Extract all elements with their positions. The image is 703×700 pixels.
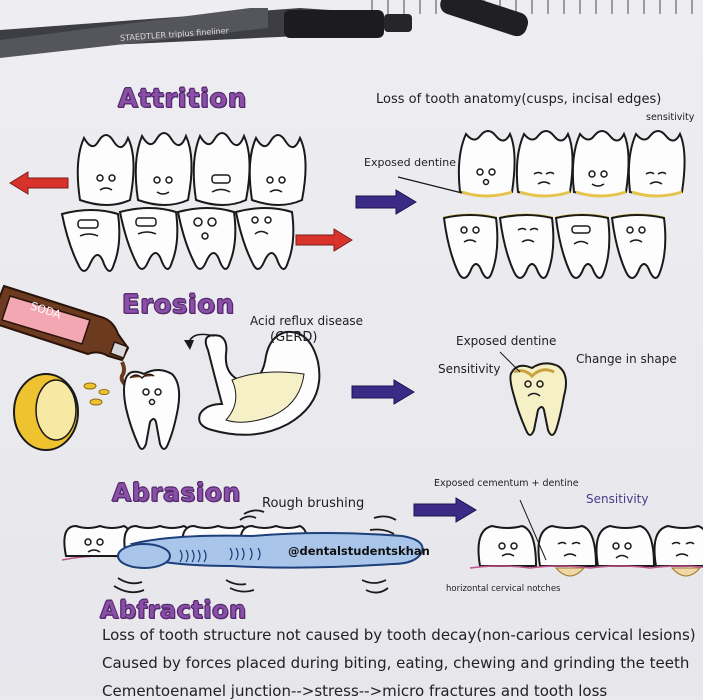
soda-bottle [0,286,128,360]
watermark-handle: @dentalstudentskhan [288,544,430,558]
abrasion-exposed-note: Exposed cementum + dentine [434,478,579,489]
erosion-shape-note: Change in shape [576,352,677,366]
attrition-red-arrow-left [10,172,68,194]
attrition-result-arrow [356,190,416,214]
attrition-red-arrow-right [296,229,352,251]
erosion-tooth [124,370,179,449]
erosion-result-arrow [352,380,414,404]
erosion-sensitivity-note: Sensitivity [438,362,500,376]
lemon-drips [84,383,109,405]
attrition-result-dentine-edges [444,192,682,218]
abrasion-result-notches [556,568,700,576]
abrasion-sensitivity-note: Sensitivity [586,492,648,506]
lemon-half [14,374,78,450]
gerd-note-line1: Acid reflux disease [250,314,363,328]
spiral-binding [372,0,692,14]
abfraction-line-1: Loss of tooth structure not caused by to… [102,626,696,644]
abfraction-line-2: Caused by forces placed during biting, e… [102,654,689,672]
abrasion-result-teeth [479,526,703,566]
attrition-anatomy-note: Loss of tooth anatomy(cusps, incisal edg… [376,92,661,107]
attrition-result-upper-teeth [459,131,685,196]
abfraction-line-3: Cementoenamel junction-->stress-->micro … [102,682,607,700]
abrasion-title: Abrasion [112,478,241,507]
abrasion-notches-note: horizontal cervical notches [446,584,560,594]
erosion-result-tooth [510,363,566,435]
abfraction-title: Abfraction [100,596,247,624]
stomach [184,332,319,435]
gerd-note-line2: (GERD) [270,330,317,345]
abrasion-brushing-note: Rough brushing [262,496,364,511]
erosion-exposed-note: Exposed dentine [456,334,556,348]
attrition-exposed-pointer [398,177,462,193]
abrasion-result-arrow [414,498,476,522]
attrition-result-lower-teeth [444,215,665,278]
attrition-sensitivity-note: sensitivity [646,112,694,123]
attrition-exposed-note: Exposed dentine [364,156,456,169]
attrition-title: Attrition [118,84,247,114]
erosion-exposed-pointer [500,352,520,372]
attrition-lower-teeth [62,208,293,271]
erosion-title: Erosion [122,290,235,320]
attrition-upper-teeth [78,133,306,205]
